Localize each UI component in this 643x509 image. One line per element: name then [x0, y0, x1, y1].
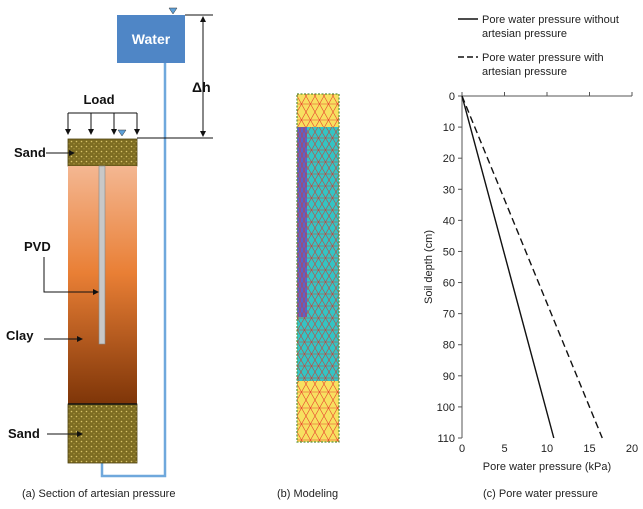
- chart-series: [461, 95, 603, 439]
- pvd-drain: [98, 165, 106, 345]
- caption-c: (c) Pore water pressure: [483, 488, 598, 500]
- y-tick-label: 10: [443, 122, 455, 134]
- x-tick-label: 20: [626, 443, 638, 455]
- clay-label: Clay: [6, 328, 34, 343]
- y-tick-label: 30: [443, 184, 455, 196]
- water-label: Water: [132, 31, 171, 47]
- pvd-label: PVD: [24, 239, 51, 254]
- y-tick-label: 0: [449, 91, 455, 103]
- y-tick-label: 50: [443, 246, 455, 258]
- y-tick-label: 70: [443, 309, 455, 321]
- y-tick-label: 90: [443, 371, 455, 383]
- x-tick-label: 15: [583, 443, 595, 455]
- x-tick-label: 5: [501, 443, 507, 455]
- series-line-2: [461, 95, 603, 439]
- y-axis-title: Soil depth (cm): [423, 230, 435, 304]
- y-tick-label: 100: [437, 402, 455, 414]
- water-level-icon: [168, 7, 178, 15]
- mesh-top-sand: [297, 94, 339, 127]
- sand-top-label: Sand: [14, 145, 46, 160]
- y-tick-label: 20: [443, 153, 455, 165]
- x-axis-title: Pore water pressure (kPa): [483, 461, 611, 473]
- sand-bottom-label: Sand: [8, 426, 40, 441]
- y-tick-label: 60: [443, 278, 455, 290]
- mesh-pvd-zone: [297, 127, 307, 317]
- artesian-pipe: [100, 63, 167, 478]
- y-tick-label: 40: [443, 215, 455, 227]
- series-line-1: [461, 95, 555, 439]
- pvd-pointer: [43, 257, 99, 295]
- x-tick-label: 0: [459, 443, 465, 455]
- water-tank: [117, 15, 185, 63]
- mesh-bottom-sand: [297, 381, 339, 442]
- delta-h-label: Δh: [192, 79, 211, 95]
- x-tick-label: 10: [541, 443, 553, 455]
- y-tick-label: 110: [437, 433, 455, 445]
- fe-mesh-model: [296, 93, 340, 443]
- caption-a: (a) Section of artesian pressure: [22, 488, 176, 500]
- water-level-icon: [117, 129, 127, 137]
- y-tick-label: 80: [443, 340, 455, 352]
- load-label: Load: [83, 92, 114, 107]
- mesh-boundary: [296, 93, 340, 443]
- caption-b: (b) Modeling: [277, 488, 339, 500]
